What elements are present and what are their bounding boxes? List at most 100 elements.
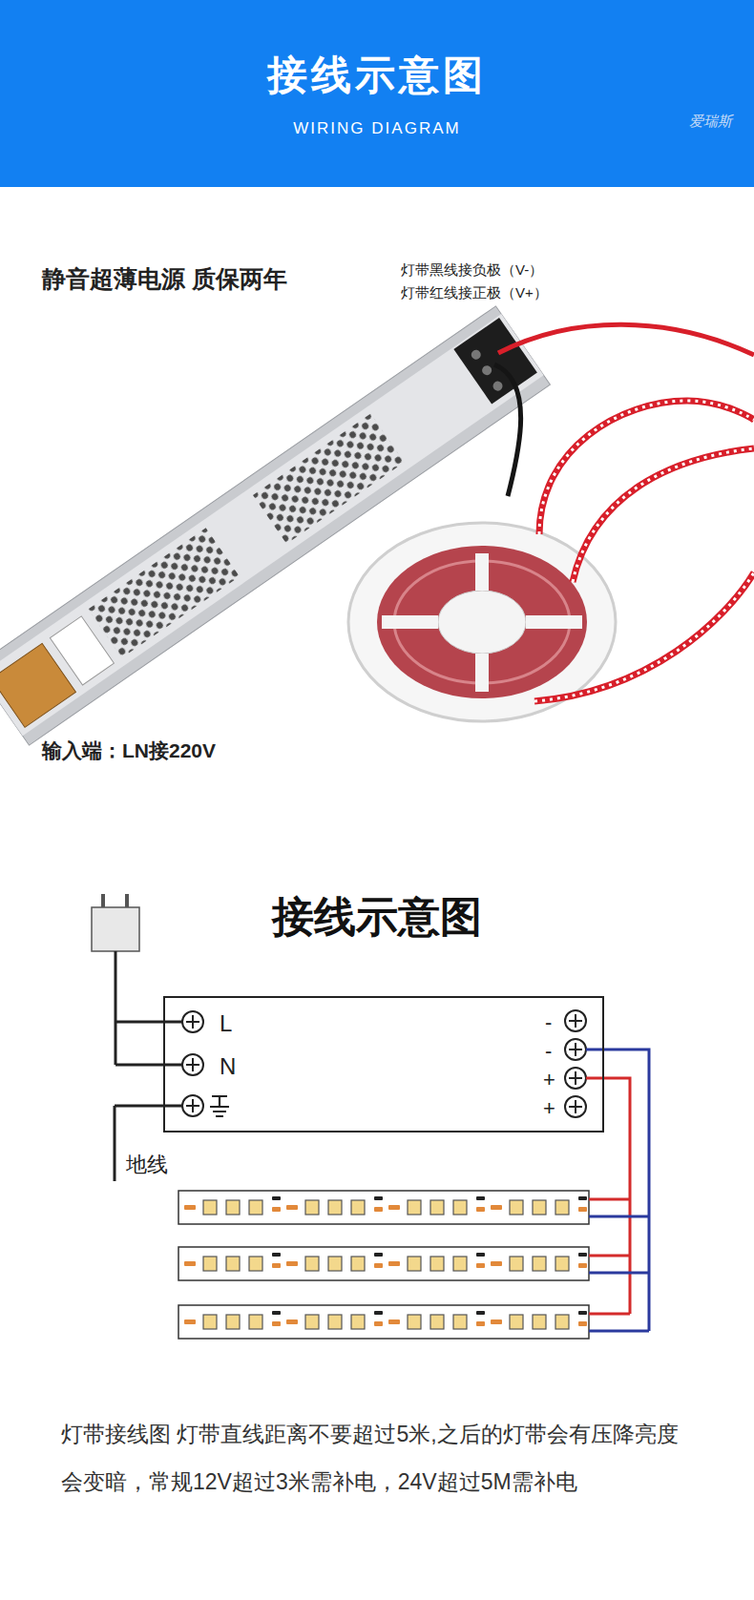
terminal-label: N bbox=[219, 1055, 236, 1079]
resistor bbox=[272, 1207, 281, 1213]
positive-branch bbox=[588, 1198, 630, 1202]
diagram-title: 接线示意图 bbox=[0, 889, 754, 946]
led-chip bbox=[351, 1200, 365, 1215]
led-chip bbox=[226, 1200, 240, 1215]
wire-note: 灯带红线接正极（V+） bbox=[400, 284, 548, 303]
resistor bbox=[272, 1321, 281, 1327]
strip-leds bbox=[539, 400, 754, 535]
led-chip bbox=[453, 1200, 467, 1215]
led-chip bbox=[407, 1256, 421, 1272]
terminal-cross bbox=[186, 1014, 583, 1114]
component bbox=[578, 1311, 587, 1316]
component bbox=[578, 1253, 587, 1257]
screw bbox=[491, 379, 505, 394]
component bbox=[374, 1253, 383, 1257]
resistor bbox=[286, 1319, 298, 1325]
red-wire bbox=[498, 324, 754, 356]
component bbox=[476, 1253, 485, 1257]
component bbox=[374, 1196, 383, 1201]
watermark: 爱瑞斯 bbox=[689, 112, 733, 131]
led-chip bbox=[430, 1256, 444, 1272]
led-chip bbox=[351, 1256, 365, 1272]
resistor bbox=[374, 1321, 383, 1327]
caption: 灯带接线图 灯带直线距离不要超过5米,之后的灯带会有压降亮度会变暗，常规12V超… bbox=[61, 1410, 695, 1507]
terminal-label: - bbox=[544, 1012, 552, 1034]
led-chip bbox=[226, 1315, 240, 1330]
negative-branch bbox=[588, 1215, 650, 1219]
wire-note: 灯带黑线接负极（V-） bbox=[400, 261, 544, 280]
reel bbox=[348, 523, 616, 722]
input-note: 输入端：LN接220V bbox=[41, 737, 216, 765]
led-chip bbox=[555, 1200, 569, 1215]
led-strip bbox=[178, 1305, 589, 1340]
subtitle: WIRING DIAGRAM bbox=[0, 119, 754, 139]
resistor bbox=[388, 1261, 400, 1267]
headline: 静音超薄电源 质保两年 bbox=[41, 263, 288, 295]
led-chip bbox=[328, 1256, 342, 1272]
resistor bbox=[490, 1319, 503, 1325]
terminal-label: + bbox=[543, 1069, 556, 1091]
resistor bbox=[388, 1205, 400, 1211]
strip-loop bbox=[572, 448, 754, 583]
led-chip bbox=[407, 1200, 421, 1215]
led-chip bbox=[532, 1315, 546, 1330]
resistor bbox=[184, 1319, 196, 1325]
terminal-label: - bbox=[544, 1041, 552, 1063]
reel-hub bbox=[438, 590, 526, 654]
led-chip bbox=[203, 1315, 217, 1330]
led-chip bbox=[305, 1200, 319, 1215]
led-chip bbox=[430, 1315, 444, 1330]
reel-coil bbox=[377, 545, 587, 699]
resistor bbox=[490, 1261, 503, 1267]
led-chip bbox=[203, 1200, 217, 1215]
banner bbox=[0, 0, 754, 188]
led-strip bbox=[178, 1191, 589, 1225]
resistor bbox=[388, 1319, 400, 1325]
vent-holes bbox=[87, 527, 240, 658]
resistor bbox=[476, 1207, 485, 1213]
positive-wire bbox=[586, 1078, 630, 1315]
negative-branch bbox=[588, 1330, 650, 1334]
positive-branch bbox=[588, 1313, 630, 1317]
resistor bbox=[272, 1263, 281, 1269]
component bbox=[272, 1253, 281, 1257]
resistor bbox=[578, 1263, 587, 1269]
resistor bbox=[286, 1261, 298, 1267]
component bbox=[374, 1311, 383, 1316]
led-chip bbox=[305, 1256, 319, 1272]
strip-leds bbox=[534, 572, 754, 702]
led-chip bbox=[203, 1256, 217, 1272]
ground-wire bbox=[114, 1106, 183, 1182]
resistor bbox=[374, 1263, 383, 1269]
strip-loop bbox=[539, 400, 754, 535]
resistor bbox=[476, 1263, 485, 1269]
led-chip bbox=[509, 1256, 524, 1272]
positive-branch bbox=[588, 1255, 630, 1258]
ground-symbol bbox=[209, 1096, 230, 1117]
negative-branch bbox=[588, 1272, 650, 1276]
led-chip bbox=[532, 1256, 546, 1272]
resistor bbox=[184, 1261, 196, 1267]
component bbox=[272, 1311, 281, 1316]
led-chip bbox=[453, 1256, 467, 1272]
vent-holes bbox=[252, 414, 405, 545]
transformer bbox=[0, 643, 76, 728]
led-chip bbox=[328, 1200, 342, 1215]
component bbox=[476, 1196, 485, 1201]
component bbox=[476, 1311, 485, 1316]
led-chip bbox=[305, 1315, 319, 1330]
resistor bbox=[286, 1205, 298, 1211]
led-chip bbox=[509, 1200, 524, 1215]
resistor bbox=[578, 1207, 587, 1213]
component bbox=[578, 1196, 587, 1201]
led-chip bbox=[555, 1256, 569, 1272]
resistor bbox=[184, 1205, 196, 1211]
led-chip bbox=[226, 1256, 240, 1272]
led-chip bbox=[351, 1315, 365, 1330]
terminal-label: + bbox=[543, 1098, 556, 1120]
resistor bbox=[578, 1321, 587, 1327]
banner-title: 接线示意图 bbox=[0, 53, 754, 98]
led-chip bbox=[509, 1315, 524, 1330]
plug-pin bbox=[125, 894, 129, 908]
